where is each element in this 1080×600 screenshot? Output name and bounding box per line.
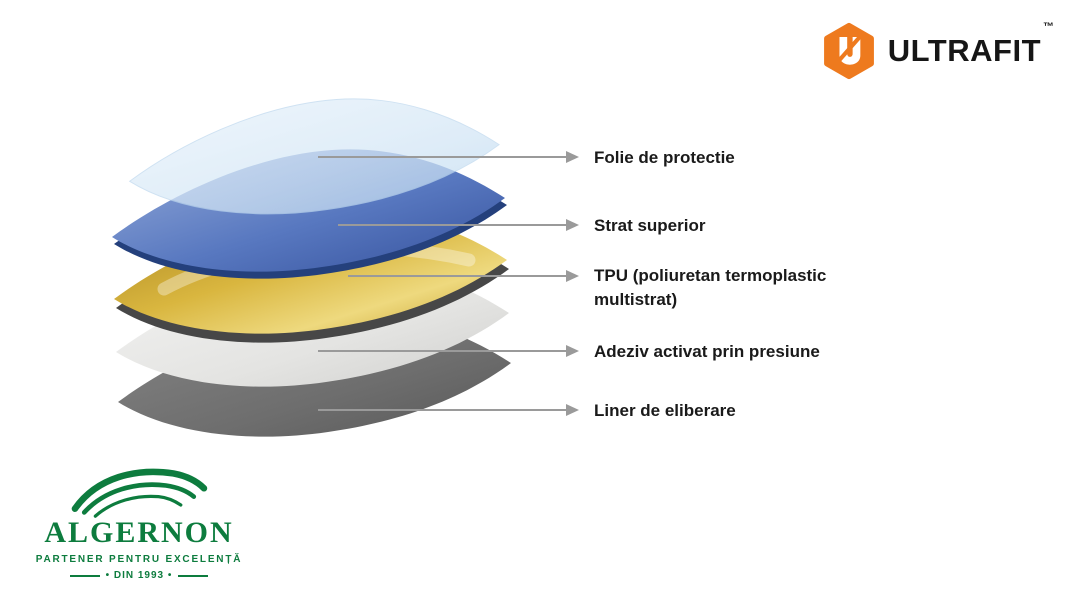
callout-arrowhead: [566, 345, 579, 357]
footer-brand-name: ALGERNON: [44, 516, 234, 549]
rule-left: [69, 574, 100, 577]
callout-arrowhead: [566, 219, 579, 231]
brand-wordmark: ULTRAFIT™: [887, 21, 1054, 69]
layer-folie-de-protectie: [128, 98, 500, 215]
label-tpu: TPU (poliuretan termoplastic multistrat): [594, 266, 827, 309]
layer-stack-diagram: [112, 98, 511, 437]
label-folie-de-protectie: Folie de protectie: [594, 148, 735, 167]
callout-arrowhead: [566, 270, 579, 282]
label-adeziv: Adeziv activat prin presiune: [594, 342, 820, 361]
callout-arrowhead: [566, 404, 579, 416]
algernon-logo: ALGERNON PARTENER PENTRU EXCELENȚĂ • DIN…: [30, 466, 248, 581]
callout-arrowhead: [566, 151, 579, 163]
trademark-symbol: ™: [1043, 21, 1054, 33]
footer-established: • DIN 1993 •: [105, 570, 173, 581]
label-strat-superior: Strat superior: [594, 216, 706, 235]
rule-right: [178, 574, 209, 577]
algernon-swoosh-icon: [71, 468, 208, 518]
footer-established-row: • DIN 1993 •: [30, 570, 248, 581]
footer-tagline: PARTENER PENTRU EXCELENȚĂ: [35, 554, 243, 565]
ultrafit-logo: ULTRAFIT™: [820, 21, 1054, 80]
brand-name: ULTRAFIT: [887, 33, 1041, 68]
label-liner: Liner de eliberare: [594, 401, 736, 420]
ultrafit-hex-icon: [823, 22, 874, 80]
